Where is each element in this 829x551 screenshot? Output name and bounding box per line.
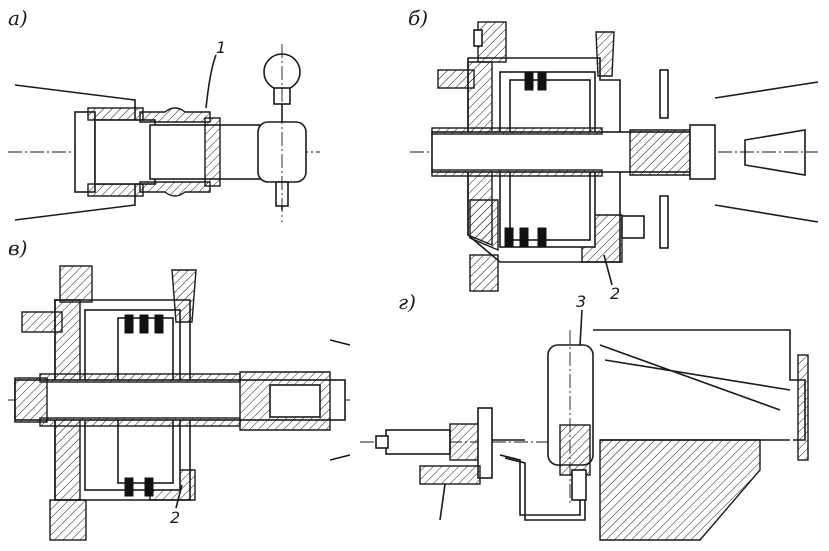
panel-v-drawing	[8, 265, 351, 541]
panel-b-callout: 2	[610, 284, 621, 303]
panel-v-callout: 2	[170, 508, 181, 527]
panel-g-callout: 3	[576, 292, 587, 311]
panel-a-callout: 1	[216, 38, 227, 57]
panel-g-label: г)	[398, 290, 416, 314]
panel-b-label: б)	[408, 6, 429, 30]
panel-g-drawing	[360, 309, 809, 541]
panel-b-drawing	[410, 21, 819, 292]
panel-v-label: в)	[8, 236, 28, 260]
panel-a-drawing	[8, 44, 320, 222]
panel-a-label: а)	[8, 6, 28, 30]
